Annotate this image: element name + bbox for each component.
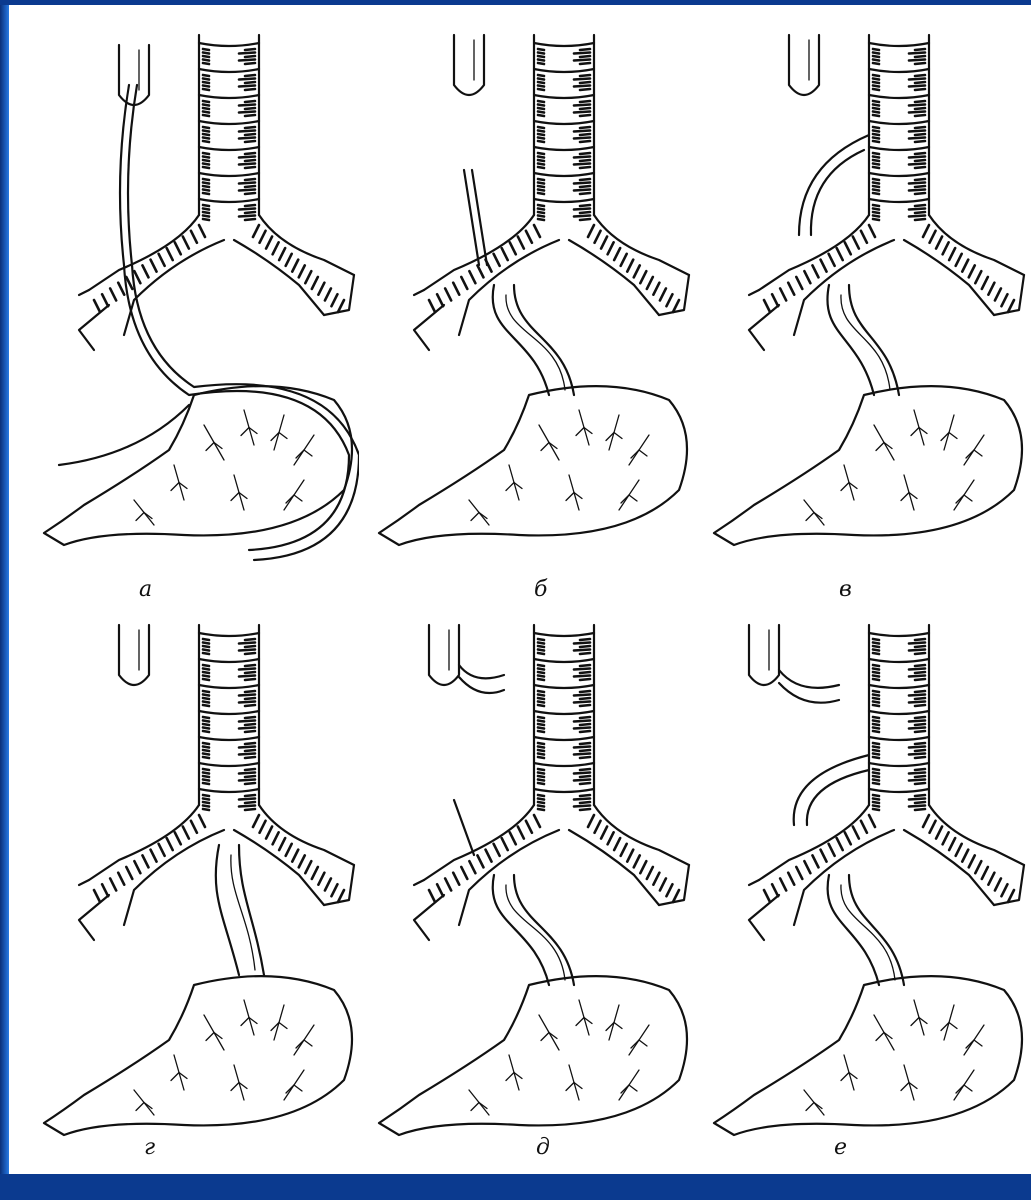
trachea [869,625,929,810]
lower-esophagus [827,285,899,395]
illustration-b [354,25,694,610]
panel-e [354,615,694,1200]
trachea [199,35,259,220]
illustration-a [19,25,359,610]
panel-f [689,615,1029,1200]
upper-esophagus-pouch [454,35,484,95]
diagram-frame: а б в г д е [9,5,1031,1174]
lower-esophagus [828,875,904,985]
tube-line [454,800,474,855]
upper-esophagus-pouch [119,45,149,105]
tube-line [464,170,479,265]
caption-f: е [834,1135,847,1160]
fistula-upper [799,135,869,235]
trachea [199,625,259,810]
fistula-upper [779,670,839,688]
caption-d: г [144,1135,155,1160]
fistula-upper [459,665,504,678]
fistula-lower [794,755,869,825]
bronchi [79,215,354,350]
lower-esophagus [216,845,264,975]
upper-esophagus-pouch [789,35,819,95]
stomach [714,386,1022,545]
illustration-f [689,615,1029,1200]
fistula-upper-2 [459,677,504,693]
upper-esophagus-pouch [119,625,149,685]
stomach [44,386,352,545]
panel-a [19,25,359,610]
bronchi [749,215,1024,350]
caption-b: б [534,577,547,602]
illustration-d [19,615,359,1200]
trachea [869,35,929,220]
stomach [44,976,352,1135]
caption-a: а [139,577,152,602]
panel-c [689,25,1029,610]
illustration-e [354,615,694,1200]
lower-esophagus [493,285,574,395]
stomach [714,976,1022,1135]
stomach [379,976,687,1135]
bronchi [414,805,689,940]
panel-b [354,25,694,610]
caption-c: в [839,577,852,602]
caption-e: д [536,1135,550,1160]
trachea [534,35,594,220]
bronchi [414,215,689,350]
upper-esophagus-pouch [749,625,779,685]
illustration-c [689,25,1029,610]
trachea [534,625,594,810]
stomach [379,386,687,545]
bronchi [749,805,1024,940]
lower-esophagus [493,875,574,985]
panel-d [19,615,359,1200]
upper-esophagus-pouch [429,625,459,685]
tube-line-2 [472,170,487,265]
fistula-upper-2 [811,150,864,235]
